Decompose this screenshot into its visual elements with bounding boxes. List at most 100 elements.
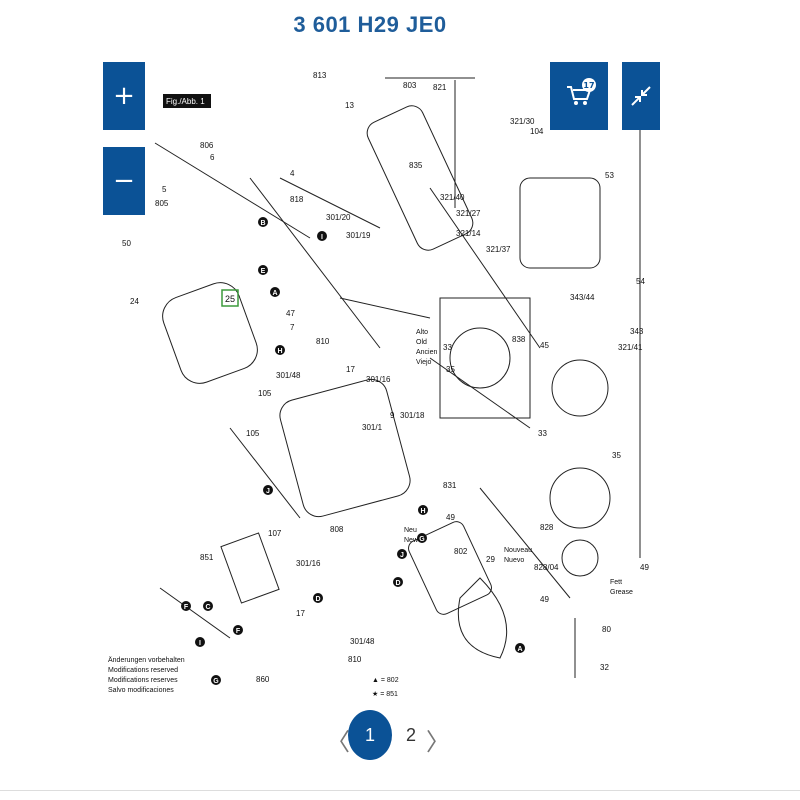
svg-text:A: A <box>272 290 277 297</box>
svg-text:810: 810 <box>348 655 362 664</box>
svg-text:802: 802 <box>454 547 468 556</box>
cart-count-badge: 17 <box>582 78 596 92</box>
svg-text:803: 803 <box>403 81 417 90</box>
svg-text:53: 53 <box>605 171 614 180</box>
svg-text:831: 831 <box>443 481 457 490</box>
svg-text:49: 49 <box>640 563 649 572</box>
collapse-button[interactable] <box>622 62 660 130</box>
footer-divider <box>0 790 800 791</box>
highlight-part-label: 25 <box>225 294 235 304</box>
svg-text:13: 13 <box>345 101 354 110</box>
svg-text:321/40: 321/40 <box>440 193 465 202</box>
svg-text:107: 107 <box>268 529 282 538</box>
svg-text:G: G <box>213 678 219 685</box>
svg-text:321/37: 321/37 <box>486 245 511 254</box>
svg-text:33: 33 <box>538 429 547 438</box>
page-2-button[interactable]: 2 <box>405 724 416 745</box>
old-label-3: Ancien <box>416 349 438 356</box>
zoom-in-button[interactable]: + <box>103 62 145 130</box>
svg-text:J: J <box>266 488 270 495</box>
svg-text:17: 17 <box>346 365 355 374</box>
minus-icon: − <box>113 166 135 196</box>
svg-text:321/14: 321/14 <box>456 229 481 238</box>
svg-text:808: 808 <box>330 525 344 534</box>
svg-text:C: C <box>205 604 210 611</box>
old-label-4: Viejo <box>416 359 432 366</box>
page-title: 3 601 H29 JE0 <box>293 12 447 37</box>
svg-text:24: 24 <box>130 297 139 306</box>
fig-label: Fig./Abb. 1 <box>166 97 205 106</box>
svg-text:828/04: 828/04 <box>534 563 559 572</box>
svg-text:32: 32 <box>600 663 609 672</box>
svg-text:828: 828 <box>540 523 554 532</box>
svg-text:5: 5 <box>162 185 167 194</box>
svg-text:813: 813 <box>313 71 327 80</box>
svg-text:H: H <box>420 508 425 515</box>
svg-text:321/27: 321/27 <box>456 209 481 218</box>
previous-page-button[interactable]: 〈 <box>326 728 350 756</box>
svg-text:821: 821 <box>433 83 447 92</box>
svg-text:45: 45 <box>540 341 549 350</box>
next-page-button[interactable]: 〉 <box>426 728 450 756</box>
new-label-1: Neu <box>404 527 417 534</box>
svg-text:G: G <box>419 536 425 543</box>
legend-triangle: ▲ = 802 <box>372 677 399 684</box>
notice-line-2: Modifications reserved <box>108 667 178 674</box>
svg-text:835: 835 <box>409 161 423 170</box>
svg-text:F: F <box>236 628 241 635</box>
notice-line-3: Modifications reserves <box>108 677 178 684</box>
svg-text:301/16: 301/16 <box>366 375 391 384</box>
svg-text:35: 35 <box>612 451 621 460</box>
svg-text:35: 35 <box>446 365 455 374</box>
svg-text:D: D <box>395 580 400 587</box>
svg-text:I: I <box>321 234 323 241</box>
cart-button[interactable]: 17 <box>550 62 608 130</box>
svg-text:321/41: 321/41 <box>618 343 643 352</box>
svg-text:301/19: 301/19 <box>346 231 371 240</box>
svg-text:321/30: 321/30 <box>510 117 535 126</box>
svg-text:104: 104 <box>530 127 544 136</box>
svg-text:810: 810 <box>316 337 330 346</box>
svg-text:343/44: 343/44 <box>570 293 595 302</box>
svg-text:838: 838 <box>512 335 526 344</box>
collapse-icon <box>631 86 651 106</box>
svg-text:806: 806 <box>200 141 214 150</box>
pagination: 〈 1 2 〉 <box>320 708 450 760</box>
grease-label: Grease <box>610 589 633 596</box>
svg-text:818: 818 <box>290 195 304 204</box>
svg-text:J: J <box>400 552 404 559</box>
svg-text:805: 805 <box>155 199 169 208</box>
notice-line-4: Salvo modificaciones <box>108 687 174 694</box>
svg-text:80: 80 <box>602 625 611 634</box>
svg-text:54: 54 <box>636 277 645 286</box>
svg-text:H: H <box>277 348 282 355</box>
svg-text:F: F <box>184 604 189 611</box>
svg-text:301/16: 301/16 <box>296 559 321 568</box>
svg-text:I: I <box>199 640 201 647</box>
svg-text:49: 49 <box>540 595 549 604</box>
plus-icon: + <box>113 81 135 111</box>
svg-text:50: 50 <box>122 239 131 248</box>
svg-text:29: 29 <box>486 555 495 564</box>
svg-text:105: 105 <box>246 429 260 438</box>
svg-text:301/18: 301/18 <box>400 411 425 420</box>
notice-line-1: Änderungen vorbehalten <box>108 656 185 664</box>
svg-text:301/48: 301/48 <box>276 371 301 380</box>
page-1-button[interactable]: 1 <box>348 710 392 760</box>
new-label-4: Nuevo <box>504 557 524 564</box>
zoom-out-button[interactable]: − <box>103 147 145 215</box>
svg-text:49: 49 <box>446 513 455 522</box>
svg-text:851: 851 <box>200 553 214 562</box>
svg-text:7: 7 <box>290 323 295 332</box>
old-label-2: Old <box>416 339 427 346</box>
svg-text:A: A <box>517 646 522 653</box>
svg-text:301/20: 301/20 <box>326 213 351 222</box>
svg-text:33: 33 <box>443 343 452 352</box>
old-label-1: Alto <box>416 329 428 336</box>
svg-text:301/1: 301/1 <box>362 423 383 432</box>
svg-text:6: 6 <box>210 153 215 162</box>
legend-star: ★ = 851 <box>372 690 398 698</box>
fett-label: Fett <box>610 579 622 586</box>
new-label-3: Nouveau <box>504 547 532 554</box>
